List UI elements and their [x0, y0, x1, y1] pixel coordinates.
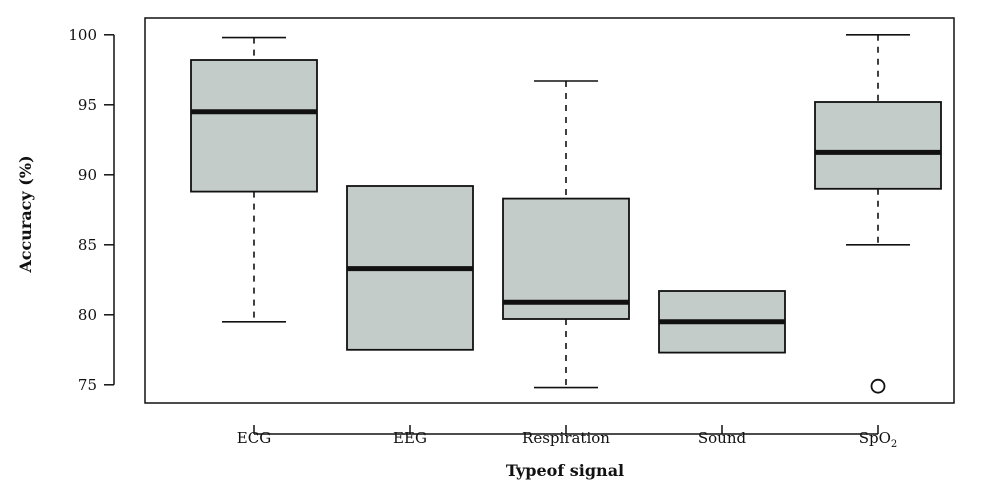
interquartile-box	[190, 59, 318, 193]
y-tick-label: 85	[78, 236, 97, 254]
plot-frame	[144, 17, 955, 404]
x-tick-label-sound: Sound	[698, 429, 747, 447]
y-axis: 75 80 85 90 95 100	[68, 26, 115, 394]
y-axis-title: Accuracy (%)	[16, 155, 35, 273]
outlier-point	[870, 378, 886, 394]
x-tick-label-ecg: ECG	[237, 429, 271, 447]
y-tick-label: 90	[78, 166, 97, 184]
interquartile-box	[502, 197, 630, 320]
box-sound	[658, 290, 786, 354]
x-axis-title: Typeof signal	[506, 461, 624, 480]
box-respiration	[502, 80, 630, 389]
box-spo2	[814, 33, 942, 394]
box-ecg	[190, 36, 318, 323]
y-tick-label: 80	[78, 306, 97, 324]
x-axis: ECG EEG Respiration Sound SpO2	[237, 425, 897, 450]
y-tick-label: 95	[78, 96, 97, 114]
y-tick-label: 100	[68, 26, 97, 44]
x-tick-label-spo2: SpO2	[859, 429, 898, 450]
box-eeg	[346, 185, 474, 351]
interquartile-box	[814, 101, 942, 190]
boxes-layer	[190, 33, 942, 394]
x-tick-label-respiration: Respiration	[522, 429, 610, 447]
y-tick-label: 75	[78, 376, 97, 394]
x-tick-label-eeg: EEG	[393, 429, 427, 447]
